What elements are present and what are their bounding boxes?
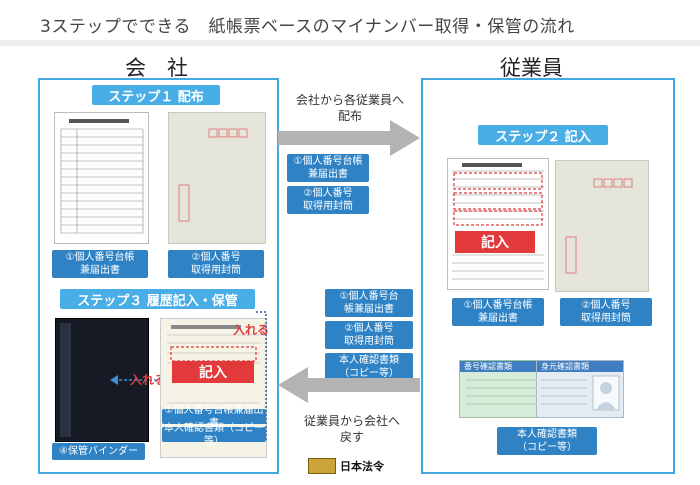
to-employee-envelope-label: ②個人番号 取得用封筒 [287,186,369,214]
company-heading: 会 社 [125,56,188,80]
step1-envelope-label: ②個人番号 取得用封筒 [168,250,264,278]
step2-banner: ステップ２ 記入 [478,125,608,145]
employee-form-image [447,158,549,290]
to-company-copy-label: 本人確認書類 （コピー等） [325,353,413,381]
to-employee-text: 会社から各従業員へ 配布 [295,93,404,123]
step3-copy-label: 本人確認書類（コピー等） [162,422,266,447]
insert-text-left: 入れる [130,373,167,387]
binder-label: ④保管バインダー [52,443,145,460]
ledger-form-image [54,112,149,244]
binder-insert-arrow [110,375,172,385]
logo-text: 日本法令 [340,460,384,473]
title-divider [0,40,700,46]
step3-banner: ステップ３ 履歴記入・保管 [60,289,255,309]
insert-text-right: 入れる [233,323,270,337]
step3-record-label: 記入 [172,361,254,383]
employee-envelope-image [555,160,649,292]
publisher-logo: 日本法令 [308,458,384,474]
step2-record-label: 記入 [455,231,535,253]
employee-heading: 従業員 [500,56,563,80]
number-card-title: 番号確認書類 [460,361,542,372]
step1-ledger-label: ①個人番号台帳 兼届出書 [52,250,148,278]
identity-card-title: 身元確認書類 [537,361,623,372]
document-insert-arrow [256,311,267,442]
step1-banner: ステップ１ 配布 [92,85,220,105]
page-title: 3ステップでできる 紙帳票ベースのマイナンバー取得・保管の流れ [40,17,575,37]
to-company-ledger-label: ①個人番号台 帳兼届出書 [325,289,413,317]
envelope-image [168,112,266,244]
binder-image [55,318,149,442]
arrow-to-company [278,367,420,403]
to-company-envelope-label: ②個人番号 取得用封筒 [325,321,413,349]
logo-emblem-icon [308,458,336,474]
number-card-image: 番号確認書類 [459,360,543,418]
to-company-text: 従業員から会社へ 戻す [303,414,400,444]
step3-ledger-label: ①個人番号台帳兼届出書 [162,405,266,429]
step2-envelope-label: ②個人番号 取得用封筒 [560,298,652,326]
id-copy-label: 本人確認書類 （コピー等） [497,427,597,455]
identity-card-image: 身元確認書類 [536,360,624,418]
to-employee-ledger-label: ①個人番号台帳 兼届出書 [287,154,369,182]
step2-ledger-label: ①個人番号台帳 兼届出書 [452,298,544,326]
arrow-to-employee [278,120,420,156]
